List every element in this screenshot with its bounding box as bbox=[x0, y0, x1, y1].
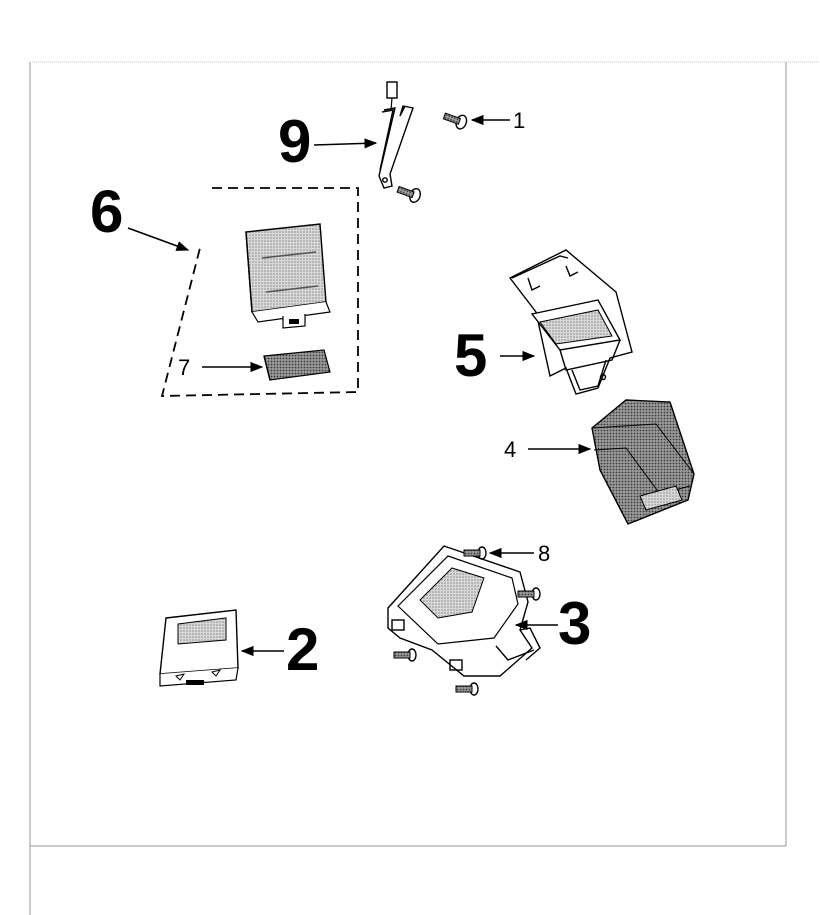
mounting-bracket-icon bbox=[387, 545, 541, 677]
module-housing-icon bbox=[591, 399, 695, 525]
callout-6: 6 bbox=[90, 178, 123, 245]
callout-3: 3 bbox=[558, 590, 591, 657]
screw-icon bbox=[393, 546, 541, 696]
control-module-icon bbox=[159, 609, 239, 687]
callout-5: 5 bbox=[454, 322, 487, 389]
module-kit-outline bbox=[160, 187, 359, 397]
callout-2: 2 bbox=[286, 616, 319, 683]
connector-cover-icon bbox=[263, 349, 331, 381]
antenna-strap-icon bbox=[378, 81, 414, 189]
module-kit-icon bbox=[245, 223, 331, 329]
callout-4: 4 bbox=[504, 437, 516, 462]
callout-9: 9 bbox=[278, 108, 311, 175]
leader-6 bbox=[127, 227, 190, 251]
page-frame bbox=[29, 61, 820, 915]
callout-8: 8 bbox=[538, 541, 550, 566]
leader-9 bbox=[313, 138, 378, 149]
callout-7: 7 bbox=[178, 355, 190, 380]
screw-icon bbox=[396, 112, 468, 203]
leader-arrows bbox=[127, 114, 592, 657]
bracket-cover-icon bbox=[508, 249, 633, 395]
callout-1: 1 bbox=[513, 108, 525, 133]
